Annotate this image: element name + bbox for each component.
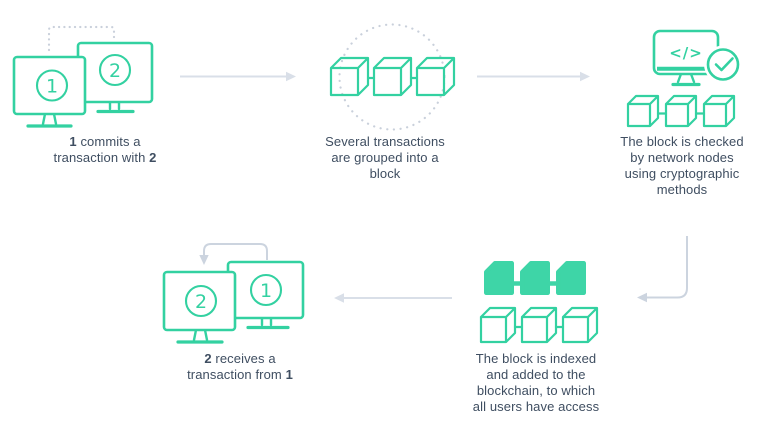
monitor-stand: [41, 112, 58, 126]
monitor-1-front: 1: [12, 55, 87, 128]
cube-icon: [520, 306, 558, 344]
cube-chain: [329, 56, 456, 97]
outline-cube-chain: [479, 306, 599, 344]
checkmark-icon: [714, 57, 734, 72]
number-badge: [249, 273, 283, 307]
code-monitor: </>: [652, 29, 720, 87]
cube-icon: [626, 94, 660, 128]
solid-cube-icon: [520, 261, 550, 295]
arrow-head: [637, 292, 647, 303]
monitor-1-back: 1: [226, 260, 305, 330]
number-badge: [35, 69, 69, 102]
arrow-line: [647, 236, 688, 299]
cube-icon: [561, 306, 599, 344]
number-badge: [98, 53, 132, 87]
dotted-circle: [338, 23, 446, 131]
arrow-head: [334, 293, 344, 303]
step3-check-icon: </>: [626, 29, 742, 128]
arrow-head: [286, 71, 296, 82]
dotted-link-connector: [47, 25, 116, 52]
solid-cube-icon: [556, 261, 586, 295]
monitor-number: 2: [109, 60, 121, 82]
monitor-number: 1: [46, 76, 58, 98]
monitor-stand: [192, 328, 209, 342]
cube-icon: [479, 306, 517, 344]
cube-icon: [664, 94, 698, 128]
code-icon: </>: [669, 44, 703, 62]
check-badge: [704, 45, 742, 84]
cube-icon: [372, 56, 413, 97]
monitor-number: 2: [195, 291, 207, 313]
step1-commit-icon: 2 1: [12, 25, 154, 128]
step5-receive-icon: 1 2: [162, 243, 305, 344]
badge-circle: [706, 48, 740, 81]
arrow-head: [580, 71, 590, 82]
arrow-step2-to-step3: [477, 71, 590, 82]
cube-icon: [702, 94, 736, 128]
monitor-2-front: 2: [162, 270, 237, 344]
arrow-head: [199, 255, 209, 265]
monitor-2-back: 2: [76, 41, 154, 114]
solid-cube-icon: [484, 261, 514, 295]
step2-group-icon: [329, 23, 456, 131]
solid-cube-chain: [484, 261, 586, 295]
arrow-step4-to-step5: [334, 293, 452, 303]
monitor-number: 1: [260, 280, 272, 302]
arrow-line: [203, 243, 268, 260]
arrow-step3-to-step4: [637, 236, 688, 303]
cube-icon: [415, 56, 456, 97]
cube-chain: [626, 94, 736, 128]
arrow-loop-down: [199, 243, 268, 265]
cube-icon: [329, 56, 370, 97]
step4-index-icon: [479, 261, 599, 344]
arrow-step1-to-step2: [180, 71, 296, 82]
monitor-stand: [676, 72, 696, 84]
number-badge: [184, 284, 218, 318]
